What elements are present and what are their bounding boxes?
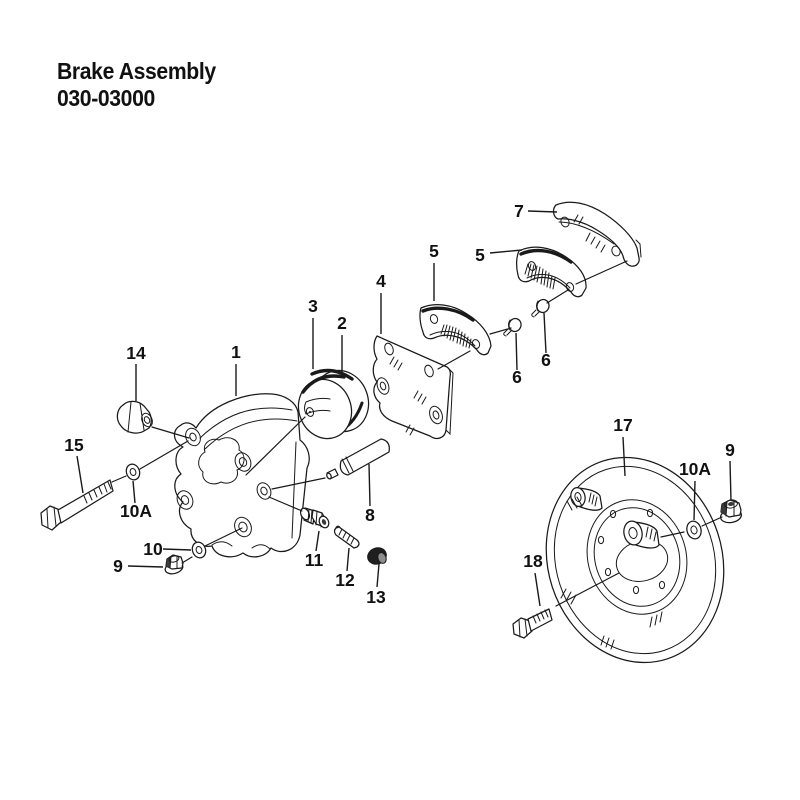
callout-10a-left: 10A [120, 501, 152, 521]
flange-nut-right [719, 499, 743, 524]
washer-upper-left [125, 463, 141, 481]
callout-9-right: 9 [725, 440, 735, 460]
callout-11: 11 [305, 550, 324, 570]
pad-backing-plate [552, 201, 642, 267]
callout-labels: 7 5 5 4 3 2 1 14 6 6 15 10A 10 9 11 12 1… [64, 201, 735, 607]
callout-12: 12 [335, 570, 355, 590]
callout-17: 17 [613, 415, 632, 435]
end-cap [367, 547, 387, 565]
callout-9-left: 9 [113, 556, 123, 576]
hex-plug [299, 507, 330, 529]
callout-10: 10 [143, 539, 163, 559]
caliper-body [173, 393, 310, 558]
part-number: 030-03000 [57, 85, 155, 111]
callout-5-inner: 5 [429, 241, 439, 261]
brake-pad-outer [516, 246, 587, 298]
callout-4: 4 [376, 271, 386, 291]
callout-15: 15 [64, 435, 84, 455]
callout-13: 13 [366, 587, 386, 607]
washer-lower-left [191, 541, 207, 559]
mounting-bracket [372, 335, 454, 440]
callout-18: 18 [523, 551, 543, 571]
callout-6-right: 6 [541, 350, 551, 370]
ribbed-pin [333, 525, 360, 549]
pad-screw-left [503, 317, 522, 337]
leader-lines [76, 210, 732, 607]
piston-seal [301, 374, 346, 394]
callout-8: 8 [365, 505, 375, 525]
callout-14: 14 [126, 343, 146, 363]
product-name: Brake Assembly [57, 58, 216, 84]
assembly-axis-lines [111, 260, 723, 607]
brake-pad-inner [419, 304, 492, 356]
short-hex-bolt [512, 608, 553, 639]
callout-6-left: 6 [512, 367, 522, 387]
drawing-title: Brake Assembly 030-03000 [57, 58, 216, 112]
brake-rotor [545, 456, 725, 664]
guide-pin [326, 438, 390, 480]
callout-3: 3 [308, 296, 318, 316]
flange-nut-left [164, 554, 184, 575]
callout-10a-right: 10A [679, 459, 711, 479]
rotor-stud-center [623, 520, 660, 549]
callout-5-outer: 5 [475, 245, 485, 265]
washer-right [686, 520, 702, 540]
rotor-stud-upper [570, 486, 603, 511]
bleeder-valve [116, 400, 153, 434]
long-hex-bolt [40, 479, 114, 531]
callout-1: 1 [231, 342, 241, 362]
callout-2: 2 [337, 313, 347, 333]
piston [297, 368, 370, 440]
callout-7: 7 [514, 201, 524, 221]
pad-screw-right [531, 298, 550, 318]
